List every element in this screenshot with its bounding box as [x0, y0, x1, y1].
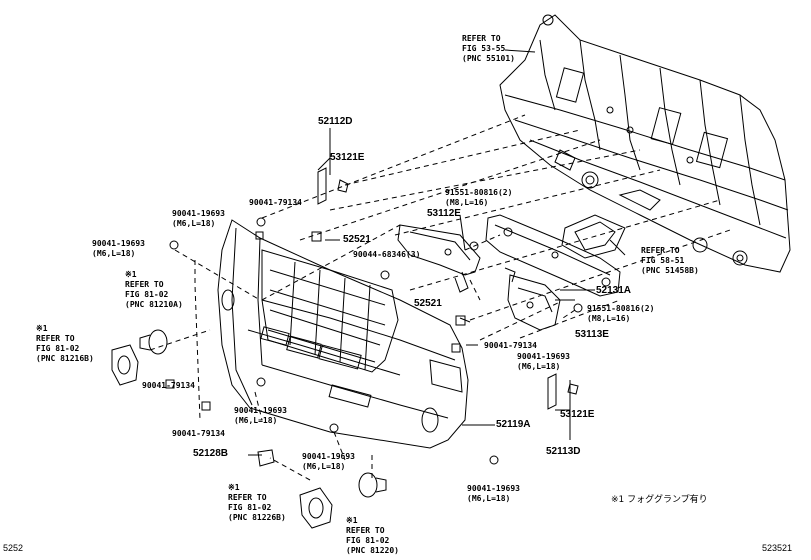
- bolt-91551-80816-a[interactable]: 91551-80816(2) (M8,L=16): [445, 188, 513, 207]
- bolt-90041-19693-d[interactable]: 90041-19693 (M6,L=18): [234, 406, 287, 425]
- fog-lamp-right: [358, 472, 387, 498]
- clip-small-parts: [165, 231, 461, 411]
- clip-52521-b: [455, 315, 466, 326]
- bolt-90041-79134-c[interactable]: 90041-79134: [142, 381, 195, 390]
- refer-fig-81-02-81210a[interactable]: ※1 REFER TO FIG 81-02 (PNC 81210A): [125, 270, 183, 309]
- bolt-90041-79134-b[interactable]: 90041-79134: [484, 341, 537, 350]
- bumper-cover: [217, 219, 469, 449]
- bracket-53113e: [504, 267, 561, 331]
- refer-fig-81-02-81216b[interactable]: ※1 REFER TO FIG 81-02 (PNC 81216B): [36, 324, 94, 363]
- part-52119a[interactable]: 52119A: [496, 419, 531, 430]
- solid-leaders: [248, 49, 626, 456]
- refer-fig-53-55[interactable]: REFER TO FIG 53-55 (PNC 55101): [462, 34, 515, 63]
- bolt-90041-19693-f[interactable]: 90041-19693 (M6,L=18): [467, 484, 520, 503]
- bumper-reinforcement: [485, 214, 621, 297]
- bolt-90041-19693-b[interactable]: 90041-19693 (M6,L=18): [92, 239, 145, 258]
- refer-fig-58-51[interactable]: REFER TO FIG 58-51 (PNC 51458B): [641, 246, 699, 275]
- part-52521-a[interactable]: 52521: [343, 234, 371, 245]
- bolt-90041-19693-e[interactable]: 90041-19693 (M6,L=18): [302, 452, 355, 471]
- fog-cover-right: [299, 487, 333, 529]
- retainer-52113d: [547, 373, 579, 410]
- bolt-90041-79134-d[interactable]: 90041-79134: [172, 429, 225, 438]
- fog-cover-left: [111, 344, 139, 386]
- part-52131a[interactable]: 52131A: [596, 285, 632, 296]
- bolt-90044-68346[interactable]: 90044-68346(3): [353, 250, 421, 259]
- retainer-52112d: [317, 167, 349, 205]
- refer-fig-81-02-81220[interactable]: ※1 REFER TO FIG 81-02 (PNC 81220): [346, 516, 399, 555]
- part-53112e[interactable]: 53112E: [427, 208, 461, 219]
- bracket-52128b: [257, 449, 275, 467]
- front-body-panel: [499, 14, 791, 273]
- part-53121e-b[interactable]: 53121E: [560, 409, 595, 420]
- bolt-90041-79134-a[interactable]: 90041-79134: [249, 198, 302, 207]
- bolt-90041-19693-a[interactable]: 90041-19693 (M6,L=18): [172, 209, 225, 228]
- part-53121e-a[interactable]: 53121E: [330, 152, 365, 163]
- part-52113d[interactable]: 52113D: [546, 446, 581, 457]
- fog-lamp-left: [139, 329, 168, 355]
- grille-frame: [261, 249, 399, 373]
- footnote-fog-lamp: ※1 フォググランプ有り: [611, 495, 708, 505]
- diagram-code-left: 5252: [3, 543, 24, 553]
- part-52112d[interactable]: 52112D: [318, 116, 353, 127]
- bracket-53112e: [397, 224, 481, 293]
- diagram-code-right: 523521: [762, 543, 793, 553]
- bolt-91551-80816-b[interactable]: 91551-80816(2) (M8,L=16): [587, 304, 655, 323]
- bolt-90041-19693-c[interactable]: 90041-19693 (M6,L=18): [517, 352, 570, 371]
- part-52128b[interactable]: 52128B: [193, 448, 229, 459]
- part-52521-b[interactable]: 52521: [414, 298, 442, 309]
- dashed-leaders: [149, 114, 731, 481]
- part-53113e[interactable]: 53113E: [575, 329, 609, 340]
- refer-fig-81-02-81226b[interactable]: ※1 REFER TO FIG 81-02 (PNC 81226B): [228, 483, 286, 522]
- absorber-bracket: [561, 214, 626, 259]
